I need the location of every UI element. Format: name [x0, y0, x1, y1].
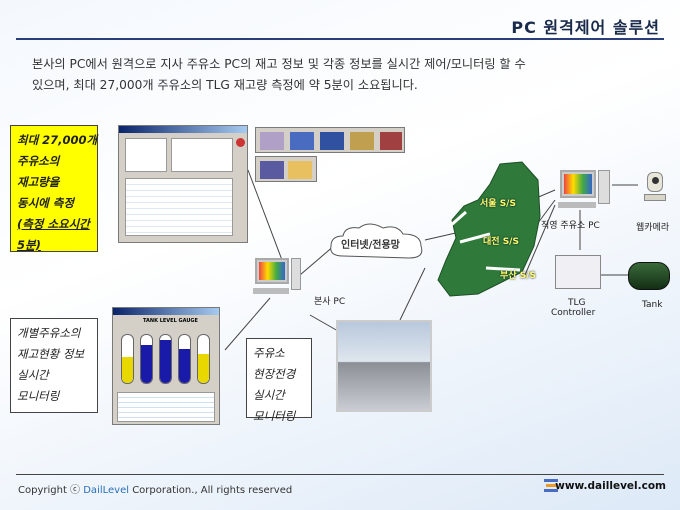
station-seoul: 서울 S/S [480, 199, 516, 209]
tlg-label-line1: TLG [568, 298, 586, 308]
callout-line: 동시에 측정 [17, 196, 74, 210]
callout-line: 모니터링 [17, 389, 60, 403]
cloud-label: 인터넷/전용망 [341, 240, 400, 251]
intro-line-2: 있으며, 최대 27,000개 주유소의 TLG 재고량 측정에 약 5분이 소… [32, 78, 418, 92]
station-busan: 부산 S/S [500, 271, 536, 281]
site-view-callout: 주유소 현장전경 실시간 모니터링 [246, 338, 312, 423]
callout-line: 실시간 [17, 368, 49, 382]
close-icon [236, 138, 245, 147]
callout-line: 주유소의 [17, 154, 60, 168]
calendar-panel [125, 138, 167, 172]
per-station-callout: 개별주유소의 재고현황 정보 실시간 모니터링 [10, 318, 98, 413]
callout-line: 재고량을 [17, 175, 60, 189]
gas-station-photo [336, 320, 432, 412]
toolbar-window-1 [255, 127, 405, 153]
page-title: PC 원격제어 솔루션 [511, 18, 660, 37]
callout-line: 주유소 [253, 346, 285, 360]
internet-cloud-icon [330, 223, 423, 259]
list-panel [171, 138, 233, 172]
callout-line: (측정 소요시간 [17, 217, 90, 231]
callout-line: 5분) [17, 238, 41, 252]
intro-paragraph: 본사의 PC에서 원격으로 지사 주유소 PC의 재고 정보 및 각종 정보를 … [32, 54, 652, 96]
callout-line: 실시간 [253, 388, 285, 402]
tank-data-table [117, 392, 215, 422]
inventory-software-window [118, 125, 248, 243]
inventory-callout: 최대 27,000개 주유소의 재고량을 동시에 측정 (측정 소요시간 5분) [10, 125, 98, 252]
callout-line: 개별주유소의 [17, 326, 81, 340]
tank-gauge [159, 334, 172, 384]
hq-pc-label: 본사 PC [314, 297, 346, 307]
copyright-prefix: Copyright ⓒ [18, 485, 84, 496]
copyright-brand: DailLevel [83, 485, 130, 496]
webcam-icon [644, 172, 666, 202]
tank-gauge [140, 334, 153, 384]
korea-map [437, 161, 541, 297]
tank-icon [628, 262, 670, 290]
callout-line: 최대 27,000개 [17, 133, 98, 147]
footer-divider [16, 474, 664, 475]
header-divider [16, 38, 664, 40]
callout-line: 재고현황 정보 [17, 347, 85, 361]
tank-level-gauge-title: TANK LEVEL GAUGE [143, 318, 198, 324]
station-daejeon: 대전 S/S [483, 237, 519, 247]
tank-level-gauge-window: TANK LEVEL GAUGE [112, 307, 220, 425]
webcam-label: 웹카메라 [636, 223, 670, 233]
callout-line: 모니터링 [253, 409, 296, 423]
tank-label: Tank [642, 300, 663, 310]
copyright: Copyright ⓒ DailLevel Corporation., All … [18, 481, 292, 496]
copyright-suffix: Corporation., All rights reserved [129, 485, 293, 496]
website-link[interactable]: www.daillevel.com [555, 480, 666, 492]
data-grid [125, 178, 233, 236]
tlg-label-line2: Controller [551, 308, 596, 318]
direct-station-pc-icon [558, 170, 610, 214]
tank-gauge [121, 334, 134, 384]
hq-pc-icon [253, 258, 301, 300]
intro-line-1: 본사의 PC에서 원격으로 지사 주유소 PC의 재고 정보 및 각종 정보를 … [32, 57, 526, 71]
tank-gauge [197, 334, 210, 384]
tank-gauge [178, 334, 191, 384]
tlg-controller-icon [555, 255, 601, 289]
direct-pc-label: 직영 주유소 PC [541, 221, 600, 231]
daillevel-logo-icon [544, 479, 558, 492]
callout-line: 현장전경 [253, 367, 296, 381]
toolbar-window-2 [255, 156, 317, 182]
